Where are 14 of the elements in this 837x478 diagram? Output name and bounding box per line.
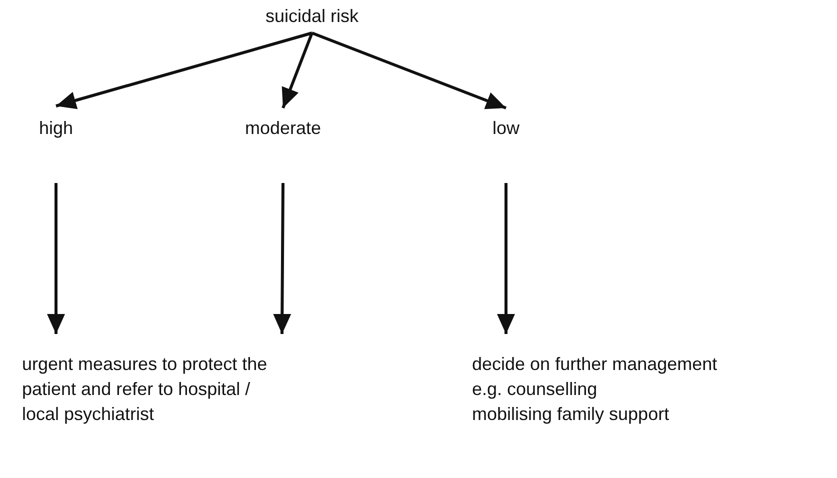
arrow (47, 183, 65, 334)
node-text: mobilising family support (472, 403, 670, 426)
arrow (311, 32, 507, 110)
arrow (497, 183, 515, 334)
arrow (282, 32, 314, 109)
node-text: high (38, 117, 74, 140)
arrow (273, 183, 292, 334)
node-text: e.g. counselling (472, 378, 598, 401)
node-text: suicidal risk (265, 5, 359, 28)
node-text: moderate (244, 117, 322, 140)
arrow (56, 32, 312, 110)
node-text: urgent measures to protect the patient and refer to hospital / local psychiatrist (22, 353, 268, 426)
node-text: decide on further management (472, 353, 718, 376)
node-text: low (492, 117, 520, 140)
